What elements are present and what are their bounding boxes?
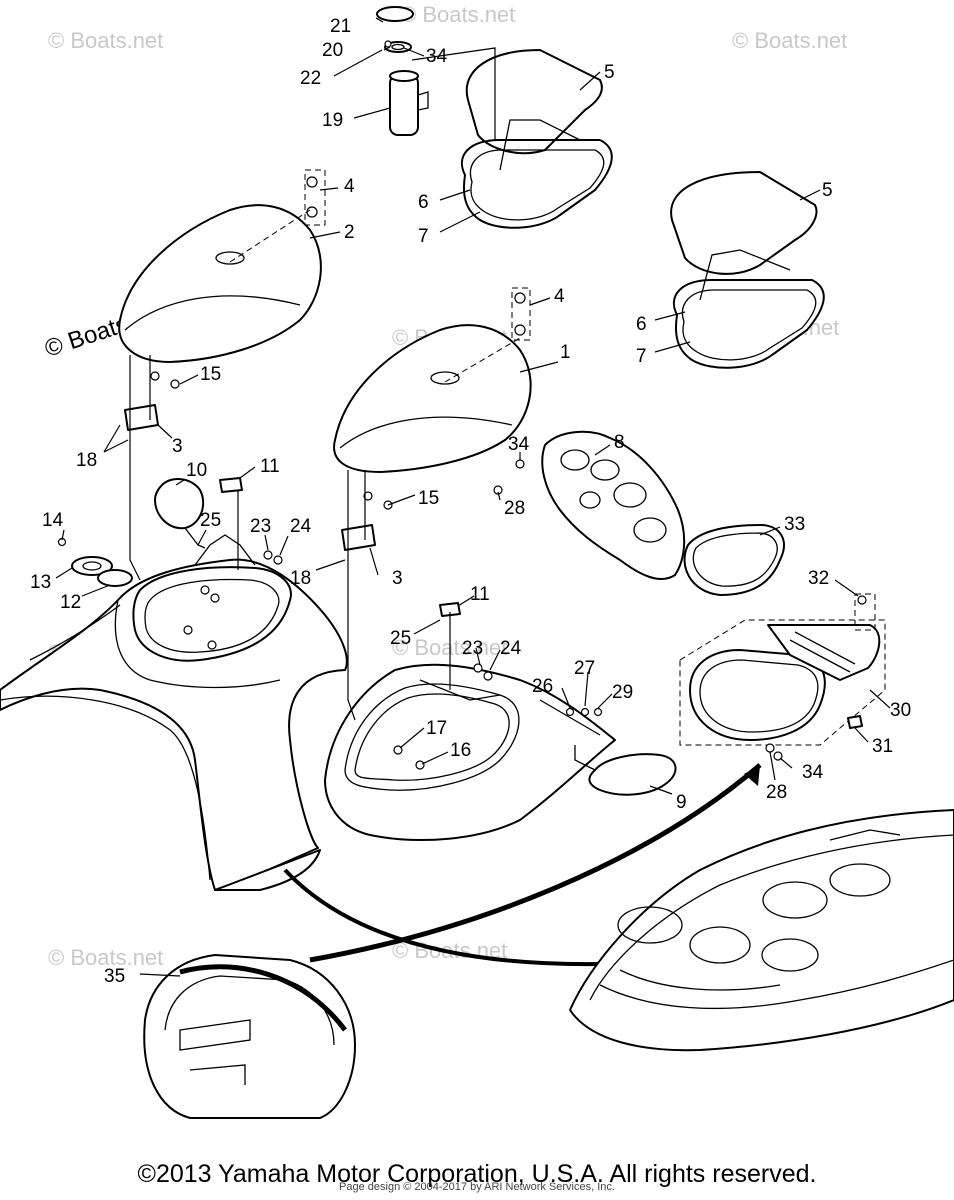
callout-24: 24 xyxy=(290,516,312,537)
callout-26: 26 xyxy=(532,676,553,697)
boat-overview xyxy=(569,809,954,1052)
callout-31: 31 xyxy=(872,736,893,757)
callout-15: 15 xyxy=(200,364,221,385)
callout-5: 5 xyxy=(604,62,615,83)
storage-tub-right xyxy=(670,171,825,369)
copyright-notice: ©2013 Yamaha Motor Corporation, U.S.A. A… xyxy=(137,1160,817,1188)
callout-29: 29 xyxy=(612,682,633,703)
callout-11-center: 11 xyxy=(470,584,490,605)
callout-25: 25 xyxy=(200,510,221,531)
watermark: © Boats.net xyxy=(48,28,163,53)
callout-4-right: 4 xyxy=(554,286,565,307)
grab-handle-19 xyxy=(389,70,429,136)
console-deck xyxy=(324,663,616,841)
callout-7-right: 7 xyxy=(636,346,647,367)
callout-15-center: 15 xyxy=(418,488,439,509)
callout-28-glovebox: 28 xyxy=(766,782,787,803)
callout-8: 8 xyxy=(614,432,625,453)
callout-2: 2 xyxy=(344,222,355,243)
watermark: © Boats.net xyxy=(732,28,847,53)
callout-21: 21 xyxy=(330,16,351,37)
instrument-panel xyxy=(541,430,686,580)
page-design-credit: Page design © 2004-2017 by ARI Network S… xyxy=(339,1181,615,1193)
callout-10: 10 xyxy=(186,460,207,481)
callout-6-right: 6 xyxy=(636,314,647,335)
cap-21 xyxy=(376,6,414,22)
callout-12: 12 xyxy=(60,592,81,613)
callout-16: 16 xyxy=(450,740,471,761)
hardware xyxy=(57,40,867,770)
callout-13: 13 xyxy=(30,572,51,593)
callout-20: 20 xyxy=(322,40,343,61)
watermark: © Boats.net xyxy=(48,945,163,970)
callout-11: 11 xyxy=(260,456,280,477)
callout-9: 9 xyxy=(676,792,687,813)
callout-6: 6 xyxy=(418,192,429,213)
callout-27: 27 xyxy=(574,658,595,679)
callout-4: 4 xyxy=(344,176,355,197)
callout-3-center: 3 xyxy=(392,568,403,589)
mirror-10 xyxy=(154,478,206,549)
hull-deck xyxy=(0,534,348,891)
callout-1: 1 xyxy=(560,342,571,363)
seat-2 xyxy=(118,204,322,363)
callout-30: 30 xyxy=(890,700,911,721)
callout-24-center: 24 xyxy=(500,638,522,659)
storage-tub-upper xyxy=(460,49,613,229)
callout-25-center: 25 xyxy=(390,628,411,649)
callout-28-panel: 28 xyxy=(504,498,525,519)
callout-32: 32 xyxy=(808,568,829,589)
callout-5-right: 5 xyxy=(822,180,833,201)
callouts: 21 20 22 34 19 5 6 7 4 2 5 6 7 4 1 15 3 … xyxy=(30,16,911,987)
callout-23: 23 xyxy=(250,516,271,537)
callout-34: 34 xyxy=(426,46,448,67)
lid-seal xyxy=(683,524,785,596)
callout-18: 18 xyxy=(76,450,97,471)
callout-19: 19 xyxy=(322,110,343,131)
callout-22: 22 xyxy=(300,68,321,89)
callout-23-center: 23 xyxy=(462,638,483,659)
callout-33: 33 xyxy=(784,514,805,535)
watermark: © Boats.net xyxy=(400,2,515,27)
mirror-9 xyxy=(574,745,677,796)
callout-35: 35 xyxy=(104,966,125,987)
seat-cushion-35 xyxy=(143,954,356,1119)
leader-lines xyxy=(55,17,891,977)
callout-14: 14 xyxy=(42,510,64,531)
callout-17: 17 xyxy=(426,718,447,739)
callout-34-glovebox: 34 xyxy=(802,762,824,783)
latch-12-13 xyxy=(71,556,133,587)
callout-34-panel: 34 xyxy=(508,434,530,455)
seat-1 xyxy=(333,324,532,473)
glovebox xyxy=(679,619,886,746)
callout-7: 7 xyxy=(418,226,429,247)
callout-18-center: 18 xyxy=(290,568,311,589)
callout-3: 3 xyxy=(172,436,183,457)
guide-lines xyxy=(129,47,876,721)
